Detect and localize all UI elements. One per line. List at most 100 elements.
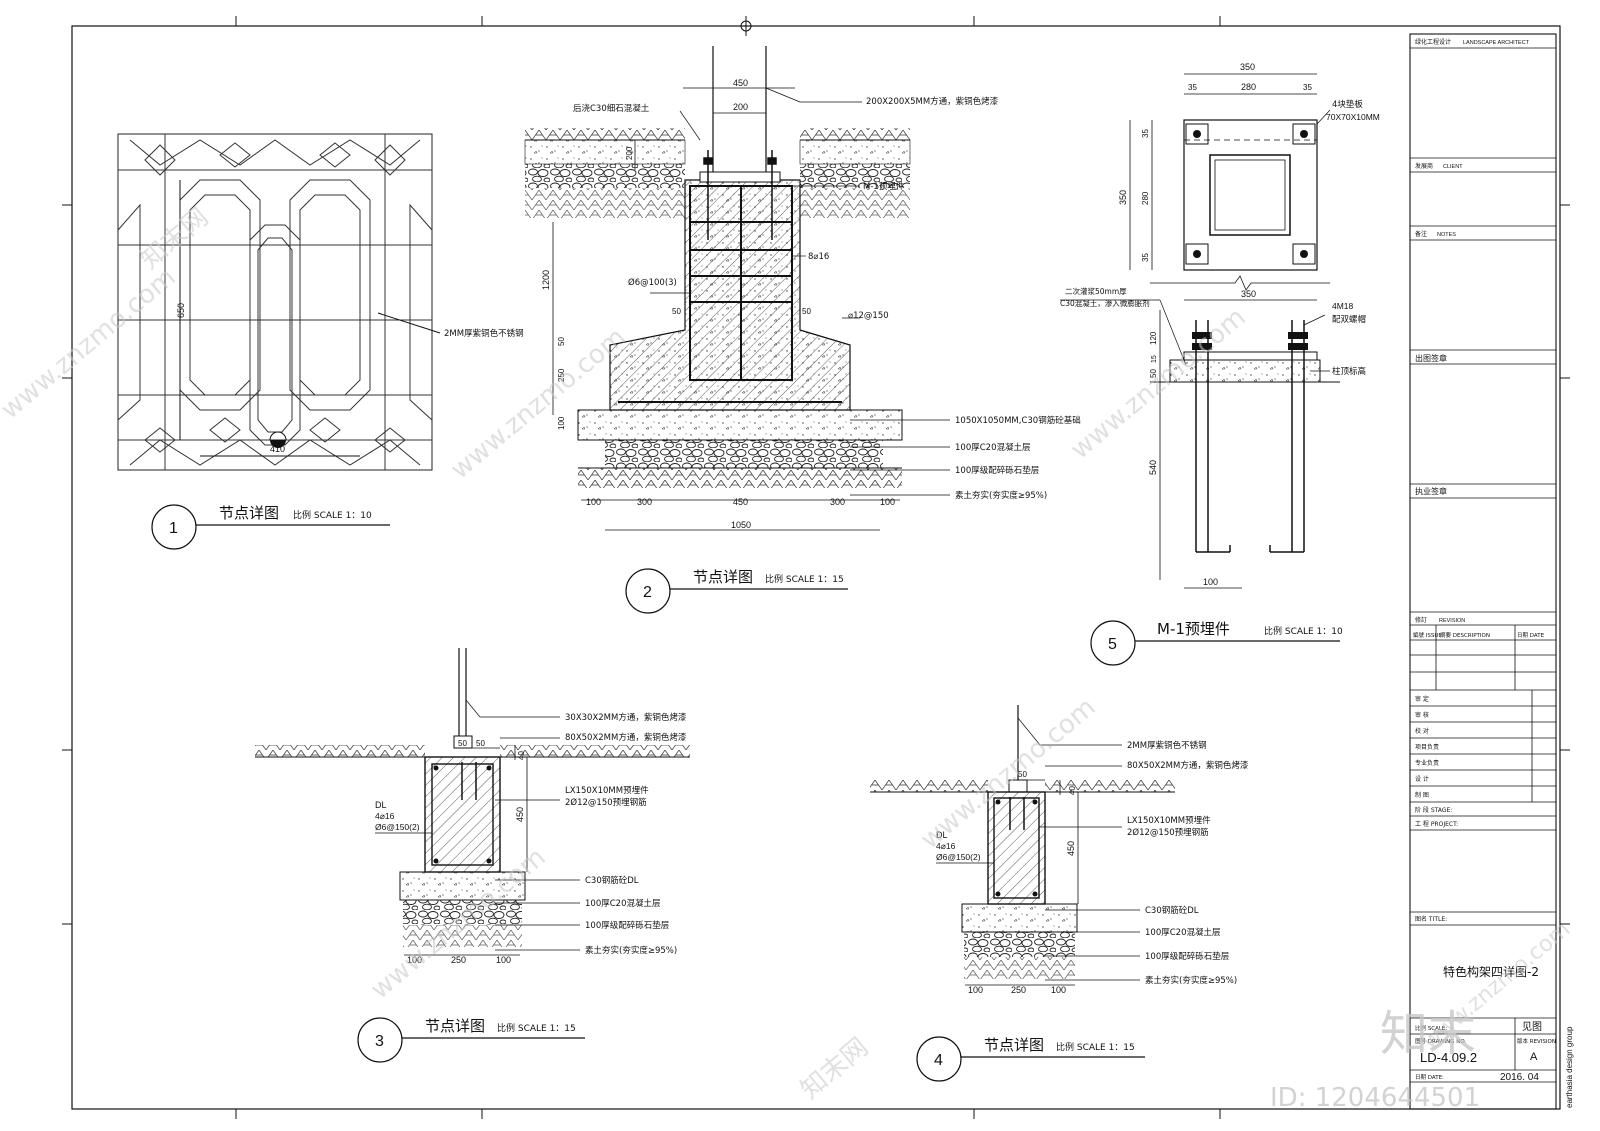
d3-note-6: 100厚级配碎砾石垫层	[585, 920, 669, 931]
tb-version: A	[1530, 1051, 1538, 1063]
d3-dim-b100a: 100	[407, 955, 422, 965]
tb-date-label: 日期 DATE:	[1415, 1074, 1444, 1081]
detail-1-screen: 650 410 2MM厚紫铜色不锈钢	[117, 133, 524, 471]
detail-3-beam: 50 50 40 450 100 250 100 DL 4⌀16 Ø6@150(…	[255, 648, 690, 965]
d2-dim-50a: 50	[557, 337, 566, 346]
tb-company: earthasia design group	[1565, 1026, 1574, 1108]
d3-note-2: LX150X10MM预埋件	[565, 785, 649, 796]
d2-dim-b100b: 100	[880, 497, 895, 507]
d5-dim-s15: 15	[1151, 355, 1158, 363]
d2-dim-1200: 1200	[541, 270, 551, 290]
tb-role-2: 校 对	[1415, 727, 1429, 735]
border-ticks	[62, 16, 1570, 1119]
tb-issue: 編號 ISSUE	[1413, 631, 1442, 639]
d2-dim-200v: 200	[625, 146, 634, 160]
tb-notes: 备注	[1415, 230, 1427, 238]
tb-practice-seal: 执业签章	[1415, 486, 1447, 496]
detail-5-plate: 350 35 280 35 350 35 280 35 4块垫板 70X70X1…	[1060, 62, 1380, 589]
wm-brand-2: 知末网	[795, 1032, 874, 1105]
d1-num: 1	[169, 520, 178, 537]
d2-dim-450: 450	[733, 78, 748, 88]
wm-site-1: www.znzmo.com	[0, 262, 182, 425]
d5-title: M-1预埋件	[1157, 620, 1230, 638]
d3-note-0: 30X30X2MM方通，紫铜色烤漆	[565, 712, 687, 723]
d2-num: 2	[643, 584, 652, 601]
d2-note-5: ⌀12@150	[848, 311, 889, 321]
d4-dl-1: 4⌀16	[936, 841, 956, 851]
tb-notes-en: NOTES	[1437, 232, 1456, 238]
tb-client: 发展商	[1415, 162, 1433, 170]
d2-note-3: 8⌀16	[808, 252, 829, 262]
d3-dim-40: 40	[517, 751, 526, 760]
d4-dim-b100a: 100	[968, 985, 983, 995]
detail-2-label: 2 节点详图 比例 SCALE 1：15	[625, 568, 848, 614]
d5-dim-s350: 350	[1241, 289, 1256, 299]
d2-scale: 比例 SCALE 1：15	[765, 573, 844, 585]
d3-note-5: 100厚C20混凝土层	[585, 898, 660, 909]
d3-dim-b250: 250	[451, 955, 466, 965]
d5-dim-s50: 50	[1149, 369, 1158, 378]
tb-version-label: 版本 REVISION	[1517, 1037, 1556, 1045]
d2-dim-50b: 50	[672, 307, 681, 316]
detail-4-label: 4 节点详图 比例 SCALE 1：15	[916, 1036, 1145, 1082]
d2-note-7: 100厚C20混凝土层	[955, 442, 1030, 453]
tb-description: 摘要 DESCRIPTION	[1440, 631, 1490, 639]
wm-brand-1: 知末网	[135, 202, 214, 275]
d5-dim-w350: 350	[1240, 62, 1255, 72]
d2-dim-200: 200	[733, 102, 748, 112]
tb-date-col: 日期 DATE	[1517, 632, 1545, 639]
d4-note-2: LX150X10MM预埋件	[1127, 815, 1211, 826]
d5-dim-s120: 120	[1149, 331, 1158, 345]
sheet-border	[71, 25, 1561, 1110]
d5-note-2: 二次灌浆50mm厚	[1065, 286, 1127, 296]
d3-note-1: 80X50X2MM方通，紫铜色烤漆	[565, 732, 687, 743]
tb-scale-label: 比例 SCALE:	[1415, 1024, 1447, 1032]
detail-3-label: 3 节点详图 比例 SCALE 1：15	[357, 1017, 585, 1063]
tb-sheet-title: 特色构架四详图-2	[1443, 964, 1539, 979]
d4-dim-top50: 50	[1018, 770, 1027, 779]
tb-revision: 修訂	[1415, 616, 1427, 624]
d3-title: 节点详图	[425, 1017, 485, 1035]
d1-note: 2MM厚紫铜色不锈钢	[444, 328, 524, 339]
wm-site-2: www.znzmo.com	[445, 322, 631, 485]
detail-1-label: 1 节点详图 比例 SCALE 1：10	[151, 504, 390, 550]
d5-dim-w35b: 35	[1303, 83, 1312, 92]
tb-project: 工 程 PROJECT:	[1415, 820, 1458, 828]
d4-dim-b100b: 100	[1051, 985, 1066, 995]
d4-note-5: 100厚C20混凝土层	[1145, 927, 1220, 938]
tb-role-3: 项目负责	[1415, 743, 1439, 751]
d3-note-3: 2Ø12@150预埋钢筋	[565, 797, 647, 808]
d3-dl-0: DL	[375, 800, 387, 810]
tb-role-5: 设 计	[1415, 775, 1429, 783]
tb-landscape: 绿化工程设计	[1415, 38, 1451, 46]
d4-dl-2: Ø6@150(2)	[936, 852, 981, 862]
d1-title: 节点详图	[219, 504, 279, 522]
d2-dim-b1050: 1050	[731, 520, 751, 530]
d5-note-3: C30混凝土，渗入微膨胀剂	[1060, 298, 1150, 308]
d4-note-6: 100厚级配碎砾石垫层	[1145, 951, 1229, 962]
d4-note-4: C30钢筋砼DL	[1145, 905, 1199, 916]
tb-revision-en: REVISION	[1439, 618, 1465, 624]
tb-see-drawing: 见图	[1522, 1021, 1542, 1033]
d5-note-5: 配双螺帽	[1332, 314, 1366, 325]
d3-num: 3	[375, 1033, 384, 1050]
d2-dim-100: 100	[557, 416, 566, 430]
tb-drawing-no-label: 图号 DRAWING NO.	[1415, 1037, 1466, 1045]
d1-scale: 比例 SCALE 1：10	[293, 509, 372, 521]
d2-note-1: 200X200X5MM方通，紫铜色烤漆	[866, 96, 999, 107]
d5-num: 5	[1108, 636, 1117, 653]
d5-note-0: 4块垫板	[1332, 99, 1363, 110]
d5-note-4: 4M18	[1332, 301, 1354, 311]
d2-note-0: 后浇C30细石混凝土	[573, 103, 650, 114]
d4-title: 节点详图	[984, 1036, 1044, 1054]
d2-note-6: 1050X1050MM,C30钢筋砼基础	[955, 415, 1081, 426]
d2-note-8: 100厚级配碎砾石垫层	[955, 465, 1039, 476]
tb-role-0: 审 定	[1415, 695, 1429, 703]
d2-dim-b450: 450	[733, 497, 748, 507]
tb-client-en: CLIENT	[1443, 164, 1463, 170]
d3-note-7: 素土夯实(夯实度≥95%)	[585, 945, 677, 956]
wm-id: ID: 1204644501	[1270, 1083, 1480, 1113]
d3-note-4: C30钢筋砼DL	[585, 875, 639, 886]
wm-brand-big: 知末	[1380, 1006, 1476, 1062]
